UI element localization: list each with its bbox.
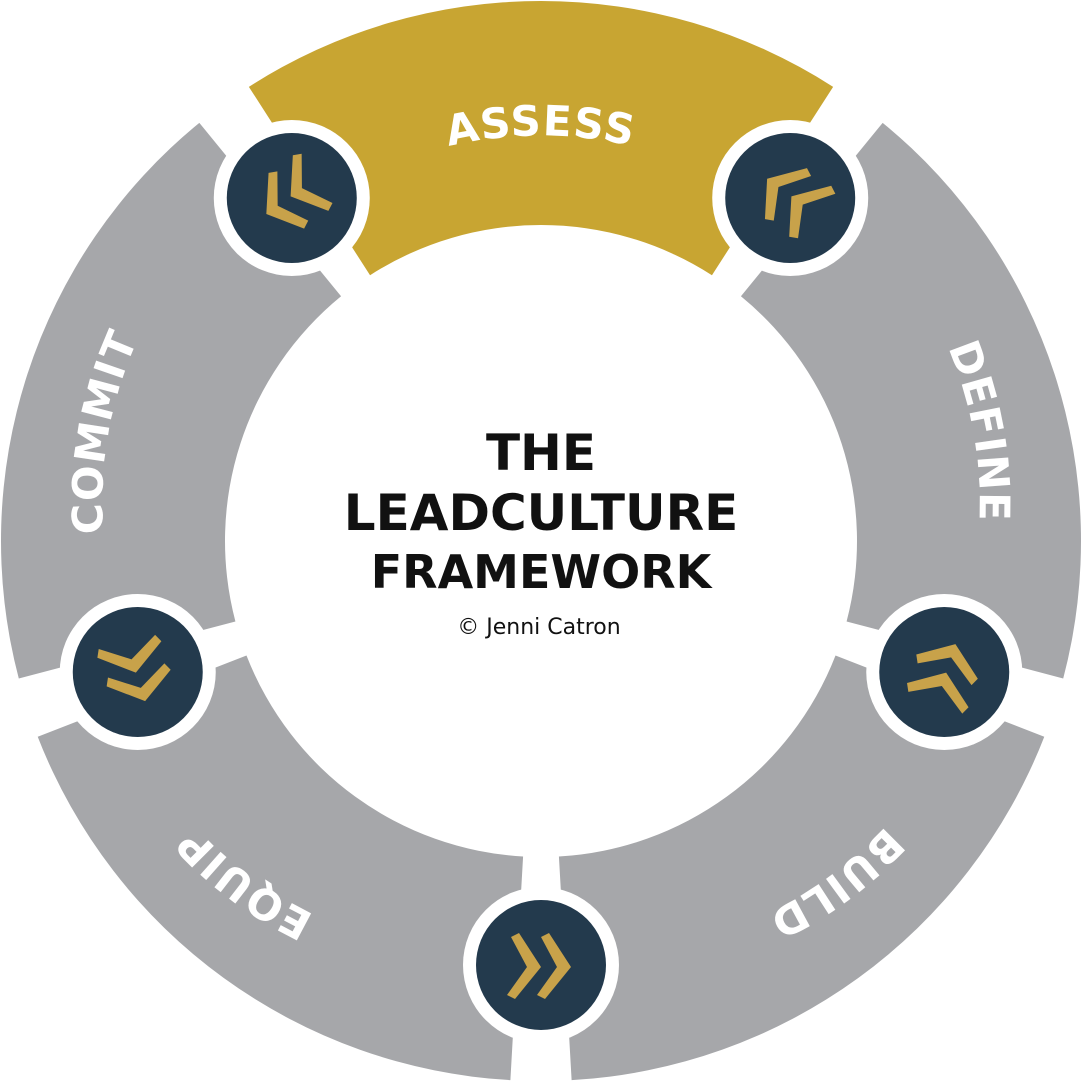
chevron-arrow-icon bbox=[97, 634, 171, 702]
chevron-mark bbox=[537, 933, 571, 999]
node-define-build bbox=[866, 594, 1023, 751]
chevron-arrow-icon bbox=[507, 933, 571, 999]
segment-equip[interactable] bbox=[37, 655, 524, 1081]
node-disc bbox=[725, 132, 856, 263]
copyright-credit: © Jenni Catron bbox=[457, 615, 620, 640]
node-build-equip bbox=[463, 887, 619, 1043]
chevron-mark bbox=[789, 185, 836, 239]
chevron-arrow-icon bbox=[764, 168, 836, 239]
chevron-mark bbox=[907, 672, 969, 714]
center-title: THE LEADCULTURE FRAMEWORK © Jenni Catron bbox=[344, 424, 738, 640]
chevron-mark bbox=[764, 168, 812, 221]
chevron-mark bbox=[106, 663, 171, 702]
node-assess-define bbox=[712, 119, 869, 276]
segment-assess[interactable] bbox=[248, 0, 834, 276]
segment-build[interactable] bbox=[558, 655, 1045, 1081]
title-line-framework: FRAMEWORK bbox=[371, 545, 714, 599]
chevron-mark bbox=[290, 153, 333, 211]
chevron-mark bbox=[916, 644, 978, 686]
node-disc bbox=[476, 900, 606, 1030]
title-line-the: THE bbox=[486, 424, 596, 482]
title-line-leadculture: LEADCULTURE bbox=[344, 484, 738, 542]
chevron-mark bbox=[507, 933, 541, 999]
chevron-arrow-icon bbox=[266, 153, 333, 229]
chevron-mark bbox=[266, 171, 309, 229]
node-equip-commit bbox=[59, 594, 216, 751]
nodes-layer bbox=[59, 119, 1023, 1043]
chevron-mark bbox=[97, 634, 162, 673]
node-commit-assess bbox=[213, 119, 370, 276]
node-disc bbox=[72, 607, 203, 738]
node-disc bbox=[226, 132, 357, 263]
node-disc bbox=[879, 607, 1010, 738]
chevron-arrow-icon bbox=[907, 644, 978, 714]
